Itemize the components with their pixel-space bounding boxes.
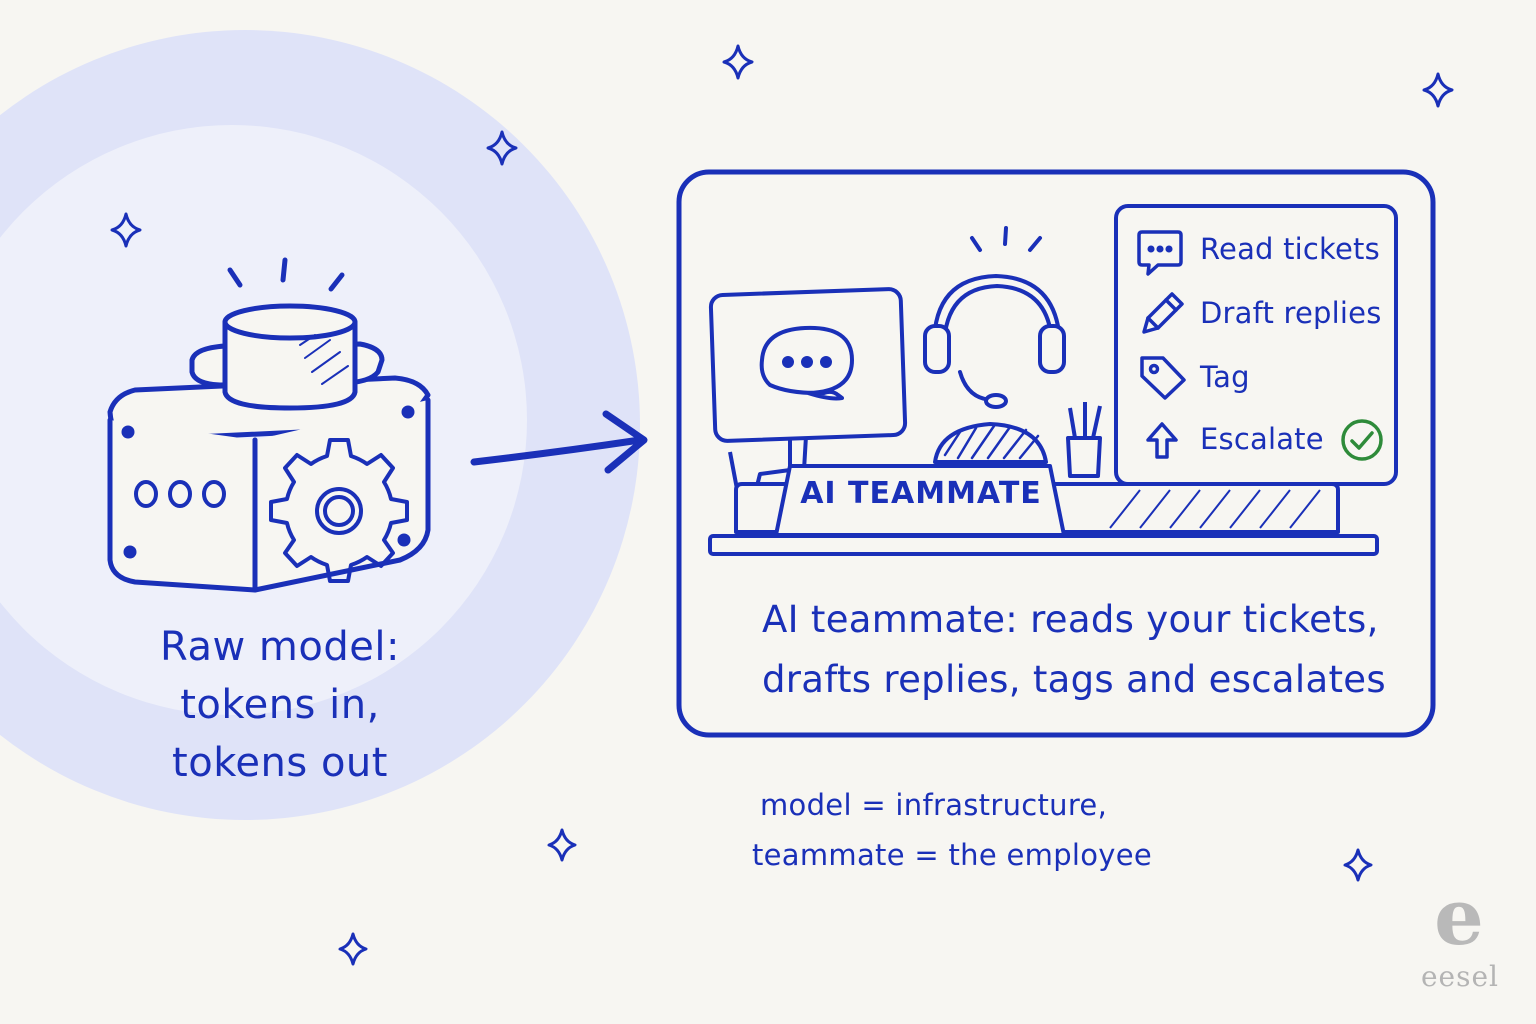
eesel-logo-wordmark: eesel [1420,960,1500,993]
task-card [1114,204,1398,486]
sparkle-icon [338,932,368,966]
chat-bubble-icon [1137,230,1183,276]
footnote-line-1: model = infrastructure, [760,788,1108,822]
gear-icon [269,438,409,583]
task-escalate: Escalate [1200,422,1324,456]
transition-arrow [470,410,648,474]
tag-icon [1140,356,1186,400]
pencil-icon [1142,292,1184,334]
sparkle-icon [1422,72,1454,108]
sparkle-icon [1343,848,1373,882]
sparkle-icon [722,44,754,80]
teammate-caption-line: AI teammate: reads your tickets, [762,598,1379,641]
teammate-caption: AI teammate: reads your tickets, drafts … [762,590,1402,710]
check-circle-icon [1341,419,1383,461]
footnote: model = infrastructure, teammate = the e… [752,780,1272,880]
three-dots-panel-icon [134,480,226,508]
sparkle-decorations [110,44,1454,966]
footnote-line-2: teammate = the employee [752,838,1153,872]
teammate-caption-line: drafts replies, tags and escalates [762,658,1386,701]
raw-model-caption-line: tokens in, [180,682,380,728]
raw-model-caption-line: Raw model: [160,624,400,670]
raw-model-caption-line: tokens out [172,740,388,786]
sparkle-icon [547,828,577,862]
pencil-cup [1066,402,1102,478]
nameplate [774,464,1066,537]
eesel-logo-mark: e [1434,872,1484,963]
task-read-tickets: Read tickets [1200,232,1380,266]
task-tag: Tag [1200,360,1250,394]
nameplate-label: AI TEAMMATE [800,476,1042,511]
task-draft-replies: Draft replies [1200,296,1382,330]
arrow-up-icon [1146,422,1178,459]
raw-model-caption: Raw model: tokens in, tokens out [110,618,450,792]
sparkle-icon [110,212,142,248]
chat-bubble-icon [759,325,854,401]
sparkle-icon [486,130,518,166]
headset-agent [923,226,1066,464]
